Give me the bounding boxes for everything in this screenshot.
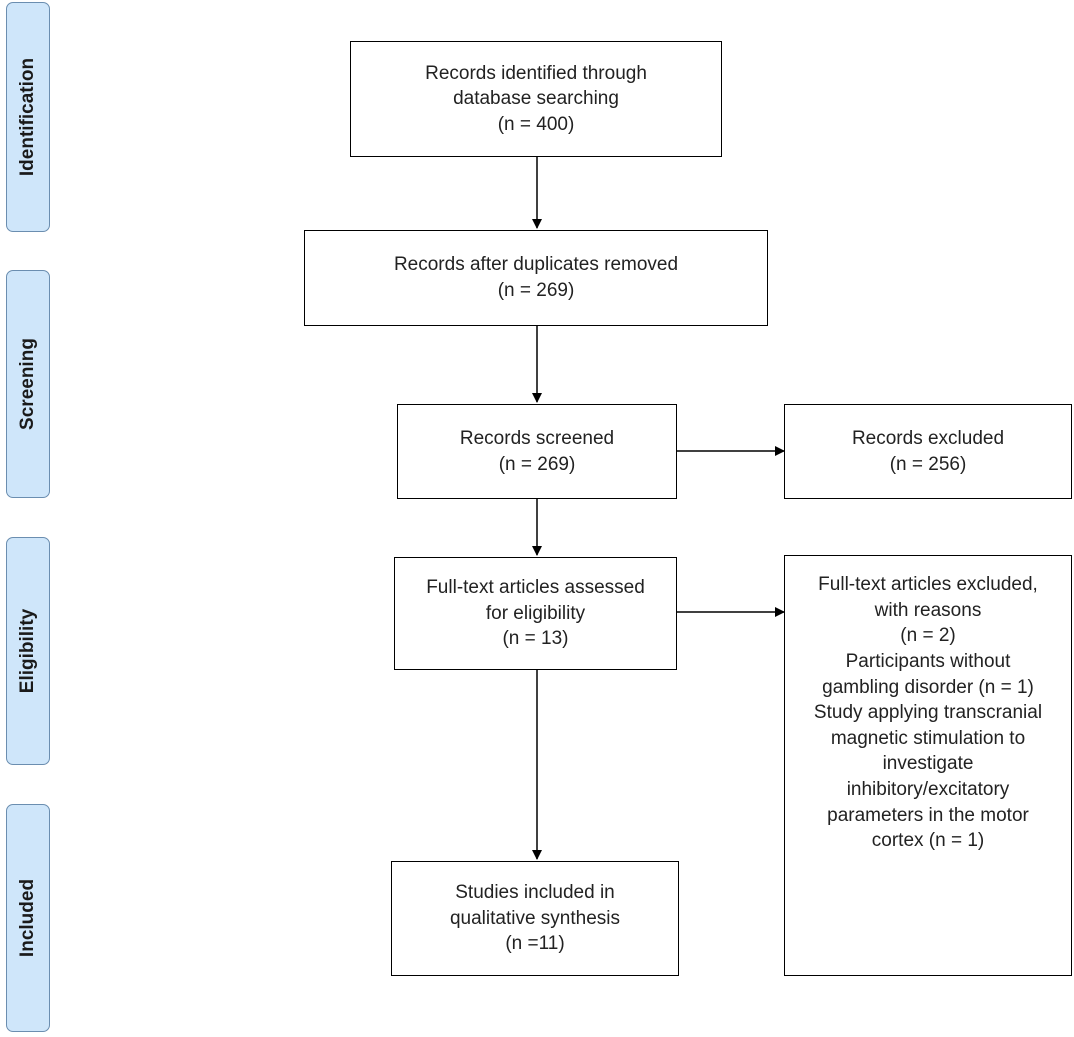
box-text-line: Studies included in: [455, 882, 615, 904]
box-text-line: Participants without: [845, 650, 1011, 672]
box-text-line: (n = 256): [889, 453, 967, 475]
stage-screening: Screening: [6, 270, 50, 498]
box-text-line: magnetic stimulation to: [830, 727, 1026, 749]
box-text-line: qualitative synthesis: [449, 907, 621, 929]
box-text-line: inhibitory/excitatory: [846, 779, 1010, 801]
box-text-line: (n = 2): [900, 625, 956, 647]
box-text-line: investigate: [882, 753, 974, 775]
box-text-line: (n = 13): [502, 628, 569, 650]
box-text-line: gambling disorder (n = 1): [822, 676, 1034, 698]
box-records-after-duplicates: Records after duplicates removed (n = 269…: [304, 230, 768, 326]
box-records-screened: Records screened (n = 269): [397, 404, 677, 499]
box-text-line: (n =11): [505, 933, 565, 955]
box-text-line: Records excluded: [851, 427, 1005, 449]
box-text-line: (n = 400): [497, 113, 575, 135]
box-text-line: parameters in the motor: [827, 804, 1029, 826]
box-records-excluded: Records excluded (n = 256): [784, 404, 1072, 499]
box-text-line: cortex (n = 1): [871, 830, 985, 852]
box-text-line: Records after duplicates removed: [393, 254, 679, 276]
box-text-line: for eligibility: [485, 602, 586, 624]
box-text-line: (n = 269): [498, 453, 576, 475]
box-text-line: Full-text articles excluded,: [818, 574, 1038, 595]
box-records-identified: Records identified through database searc…: [350, 41, 722, 157]
box-studies-included: Studies included in qualitative synthesis…: [391, 861, 679, 976]
box-text-line: (n = 269): [497, 280, 575, 301]
box-text-line: Records identified through: [425, 62, 647, 84]
box-text-line: Full-text articles assessed: [426, 577, 645, 599]
box-fulltext-assessed: Full-text articles assessed for eligibili…: [394, 557, 677, 670]
stage-included: Included: [6, 804, 50, 1032]
box-text-line: Records screened: [459, 427, 615, 449]
stage-identification: Identification: [6, 2, 50, 232]
box-text-line: database searching: [453, 88, 619, 110]
stage-eligibility: Eligibility: [6, 537, 50, 765]
box-text-line: Study applying transcranial: [813, 702, 1043, 724]
box-text-line: with reasons: [874, 599, 982, 621]
box-fulltext-excluded: Full-text articles excluded, with reasons…: [784, 555, 1072, 976]
